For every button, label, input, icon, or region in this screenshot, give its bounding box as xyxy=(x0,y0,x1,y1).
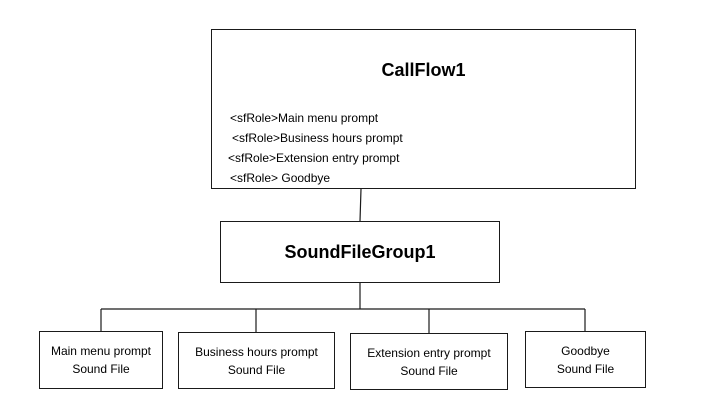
sf-role-item: <sfRole> Goodbye xyxy=(230,171,331,185)
sound-file-type: Sound File xyxy=(72,362,130,376)
sound-file-group-box: SoundFileGroup1 xyxy=(220,221,500,283)
callflow-title-text: CallFlow1 xyxy=(381,60,466,80)
sf-role-list: <sfRole>Main menu prompt <sfRole>Busines… xyxy=(228,108,403,188)
sound-file-type: Sound File xyxy=(227,362,286,377)
sound-file-box-goodbye: Goodbye Sound File xyxy=(525,331,646,388)
sound-file-label: Main menu prompt xyxy=(50,344,152,358)
sound-file-type: Sound File xyxy=(556,361,615,376)
sf-role-item: <sfRole>Main menu prompt xyxy=(230,111,379,125)
callflow-to-group-connector xyxy=(359,188,362,222)
callflow-box: CallFlow1 <sfRole>Main menu prompt <sfRo… xyxy=(211,29,636,189)
sf-role-item: <sfRole>Business hours prompt xyxy=(232,131,403,145)
sound-file-box-extension-entry: Extension entry prompt Sound File xyxy=(350,333,508,390)
callflow-title: CallFlow1 xyxy=(212,60,635,81)
sound-file-label: Extension entry prompt xyxy=(367,345,491,360)
sound-file-box-business-hours: Business hours prompt Sound File xyxy=(178,332,335,389)
sound-file-box-main-menu: Main menu prompt Sound File xyxy=(39,331,163,389)
sf-role-item: <sfRole>Extension entry prompt xyxy=(228,151,400,165)
sound-file-label: Goodbye xyxy=(561,343,610,358)
sound-file-group-title: SoundFileGroup1 xyxy=(284,241,436,262)
sound-file-label: Business hours prompt xyxy=(195,344,318,359)
sound-file-type: Sound File xyxy=(400,363,458,378)
